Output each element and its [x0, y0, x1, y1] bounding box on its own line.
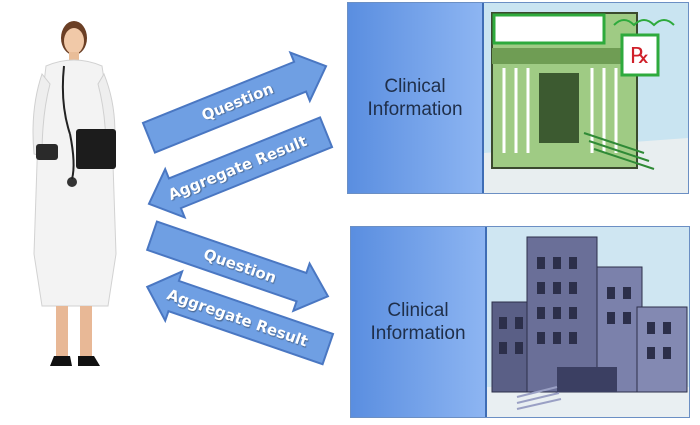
aggregate-result-arrow-top: Aggregate Result	[136, 104, 339, 233]
pharmacy-image: ℞	[484, 3, 688, 193]
clinical-info-panel-bottom: Clinical Information	[350, 226, 690, 418]
aggregate-result-arrow-bottom: Aggregate Result	[136, 258, 340, 378]
hospital-image	[487, 227, 689, 417]
question-arrow-top: Question	[136, 38, 339, 167]
doctor-figure	[16, 14, 130, 382]
clinical-info-line2-bottom: Information	[370, 323, 466, 344]
question-arrow-bottom: Question	[141, 209, 339, 324]
clinical-info-line2-top: Information	[367, 99, 463, 120]
svg-text:℞: ℞	[630, 44, 650, 69]
clinical-info-panel-top: Clinical Information	[347, 2, 689, 194]
clinical-info-line1-top: Clinical	[384, 76, 446, 97]
clinical-info-box-top: Clinical Information	[348, 3, 484, 193]
clinical-info-box-bottom: Clinical Information	[351, 227, 487, 417]
clinical-info-line1-bottom: Clinical	[387, 300, 449, 321]
